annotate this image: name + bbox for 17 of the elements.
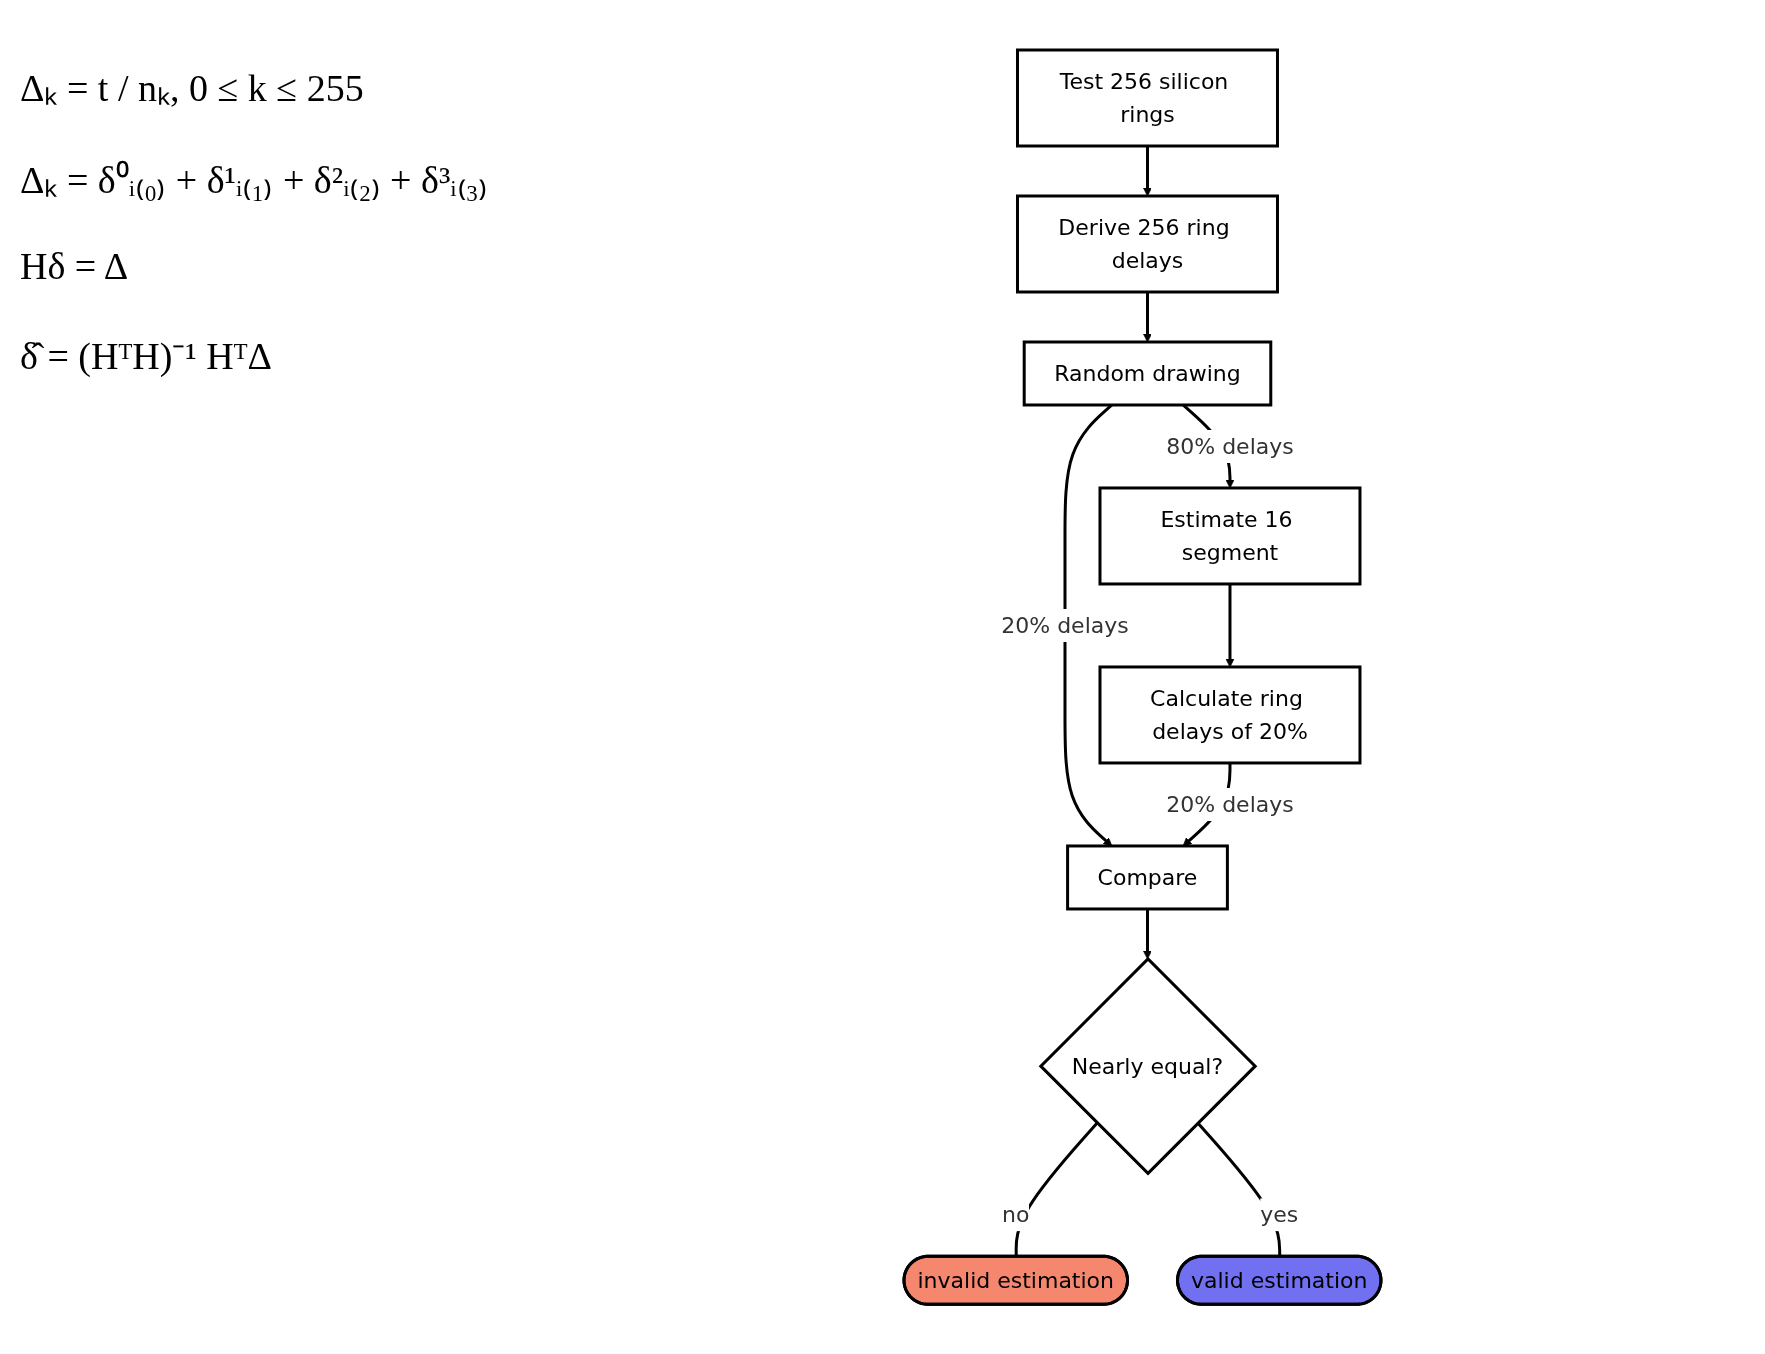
node-box: Derive 256 ring delays	[1016, 194, 1279, 294]
node-box: Estimate 16 segment	[1098, 486, 1362, 586]
node-diamond: Nearly equal?	[1038, 956, 1258, 1176]
edge-label: 20% delays	[1166, 791, 1294, 817]
node-box: Random drawing	[1022, 340, 1273, 407]
edge-label: yes	[1260, 1202, 1299, 1228]
equation-text: Hδ = Δ	[20, 244, 130, 288]
edge-label: no	[1002, 1202, 1030, 1228]
equation-text: Δₖ = δ⁰ᵢ₍₀₎ + δ¹ᵢ₍₁₎ + δ²ᵢ₍₂₎ + δ³ᵢ₍₃₎	[20, 158, 489, 203]
node-box: Calculate ring delays of 20%	[1098, 665, 1362, 765]
node-box: Test 256 silicon rings	[1016, 48, 1279, 148]
arrow	[1143, 908, 1152, 960]
equation-text: δ̂ = (HᵀH)⁻¹ HᵀΔ	[20, 334, 273, 379]
edge-label: 80% delays	[1166, 433, 1294, 459]
node-box: Compare	[1066, 844, 1229, 911]
edge-label: 20% delays	[1001, 612, 1129, 638]
equation-text: Δₖ = t / nₖ, 0 ≤ k ≤ 255	[20, 66, 365, 111]
